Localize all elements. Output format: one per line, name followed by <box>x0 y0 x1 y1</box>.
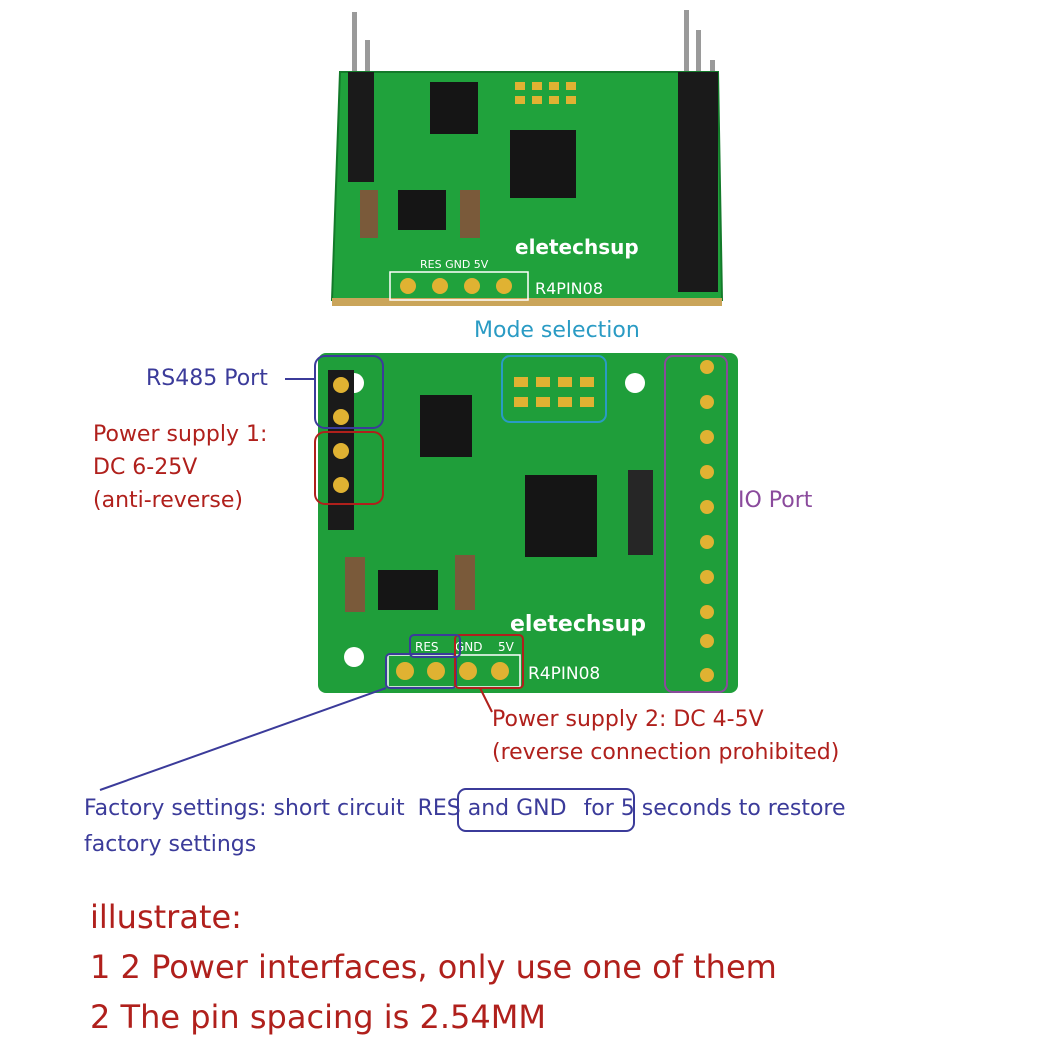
gnd-5v-box <box>454 634 524 689</box>
power1-line1: Power supply 1: <box>93 422 268 447</box>
factory-line1: Factory settings: short circuit RES and … <box>84 796 846 821</box>
notes-line1: 1 2 Power interfaces, only use one of th… <box>90 948 777 986</box>
notes-title: illustrate: <box>90 898 242 936</box>
power2-line2: (reverse connection prohibited) <box>492 740 840 765</box>
bottom-5v-label: 5V <box>498 640 515 654</box>
factory-highlight: RES and GND <box>417 796 567 821</box>
bottom-res-label: RES <box>415 640 439 654</box>
top-model-text: R4PIN08 <box>535 279 603 298</box>
top-brand-text: eletechsup <box>515 235 639 259</box>
factory-line2: factory settings <box>84 832 257 857</box>
rs485-box <box>314 355 384 429</box>
factory-prefix: Factory settings: short circuit <box>84 796 405 821</box>
res-gnd-box <box>385 653 457 689</box>
factory-suffix: for 5 seconds to restore <box>583 796 846 821</box>
notes-line2: 2 The pin spacing is 2.54MM <box>90 998 546 1036</box>
left-header-pins <box>352 12 370 90</box>
top-board-photo: eletechsup R4PIN08 RES GND 5V <box>330 10 724 306</box>
mode-selection-box <box>501 355 607 423</box>
power2-line1: Power supply 2: DC 4-5V <box>492 707 764 732</box>
io-port-label: IO Port <box>738 488 813 513</box>
top-header-labels: RES GND 5V <box>420 258 489 271</box>
power1-line2: DC 6-25V <box>93 455 198 480</box>
mode-selection-label: Mode selection <box>474 318 640 343</box>
factory-highlight-box <box>457 788 635 832</box>
bottom-brand-text: eletechsup <box>510 612 646 637</box>
bottom-board-photo: eletechsup R4PIN08 RES GND 5V <box>318 353 738 693</box>
io-port-box <box>664 355 728 693</box>
bottom-model-text: R4PIN08 <box>528 664 600 684</box>
power1-line3: (anti-reverse) <box>93 488 243 513</box>
power1-box <box>314 431 384 505</box>
rs485-port-label: RS485 Port <box>146 366 268 391</box>
bottom-gnd-label: GND <box>455 640 483 654</box>
